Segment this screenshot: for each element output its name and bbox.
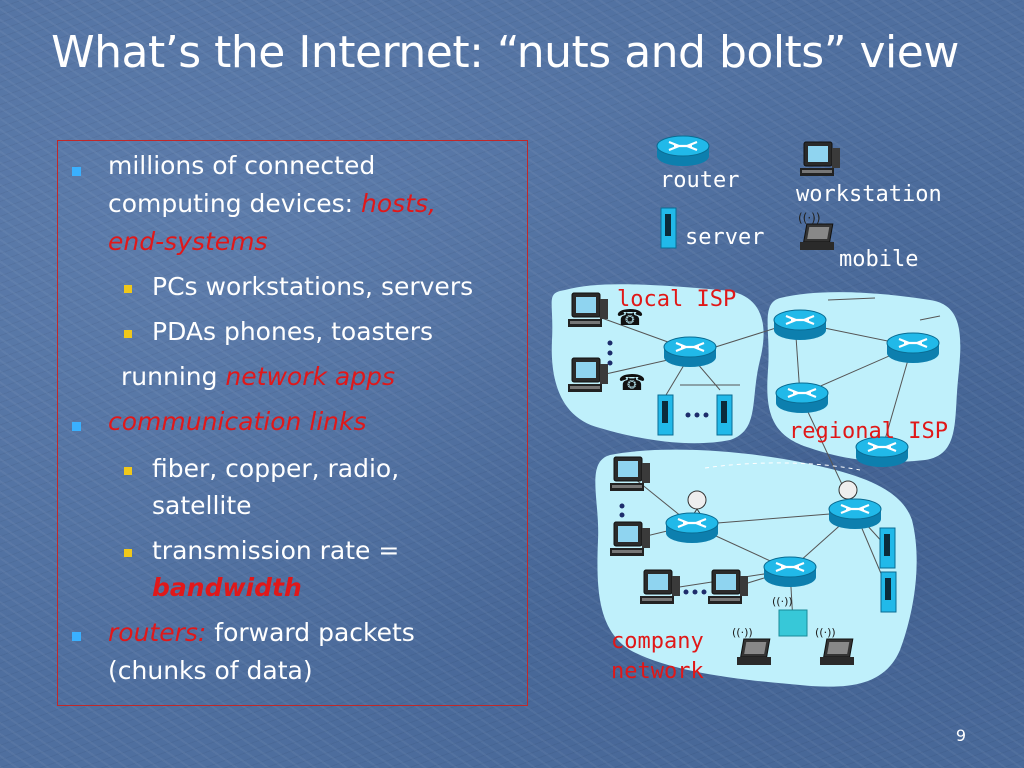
router-icon [885,331,941,365]
phone-icon [618,371,646,396]
ellipsis-dot [619,503,625,509]
sub-bullet-pcs: PCs workstations, servers [152,272,474,301]
bullet-2-communication-links: communication links [108,407,367,436]
router-icon [662,335,718,369]
bullet-box [57,140,528,706]
wireless-wave-icon: ((·)) [732,626,753,639]
bullet-1-text: computing devices: [108,189,362,218]
legend-router-icon [655,134,711,168]
ellipsis-dot [607,360,613,366]
bullet-3-line1: routers: forward packets [108,614,415,652]
legend-mobile-label: mobile [839,247,919,272]
legend-workstation-icon [799,141,841,177]
sub-bullet-transmission: transmission rate = [152,536,400,565]
legend-mobile-wave-icon: ((·)) [798,211,821,225]
bullet-1-line2: computing devices: hosts, [108,185,436,223]
wireless-wave-icon: ((·)) [772,595,793,608]
sub-bullet-bandwidth: bandwidth [152,573,302,602]
bullet-3-line2: (chunks of data) [108,656,313,685]
ellipsis-dot [685,412,691,418]
server-icon [657,394,674,436]
legend-router-label: router [660,168,740,193]
sub-bullet-fiber: fiber, copper, radio, [152,454,400,483]
ellipsis-dot [701,589,707,595]
local-isp-cloud [551,284,764,444]
bullet-1-end-systems: end-systems [108,227,268,256]
regional-isp-label: regional ISP [789,419,948,444]
sub-bullet-satellite: satellite [152,491,252,520]
ellipsis-dot [619,512,625,518]
local-isp-label: local ISP [617,287,737,312]
bullet-marker [72,167,81,176]
ellipsis-dot [703,412,709,418]
routers-term: routers: [108,618,207,647]
server-icon [879,527,896,569]
router-icon [774,381,830,415]
server-icon [716,394,733,436]
ellipsis-dot [683,589,689,595]
ellipsis-dot [607,340,613,346]
company-network-label-line2: network [611,659,704,684]
sub-bullet-marker [124,285,132,293]
sub-bullet-marker [124,549,132,557]
bullet-marker [72,632,81,641]
bullet-1-line1: millions of connected [108,151,376,180]
router-icon [762,555,818,589]
company-network-label-line1: company [611,629,704,654]
running-text: running [121,362,226,391]
ellipsis-dot [692,589,698,595]
legend-mobile-icon [799,223,835,251]
base-station-icon [778,609,808,637]
server-icon [880,571,897,613]
bullet-marker [72,422,81,431]
ellipsis-dot [694,412,700,418]
sub-bullet-marker [124,330,132,338]
network-apps: network apps [225,362,395,391]
router-icon [772,308,828,342]
running-line: running network apps [121,358,395,396]
bullet-3-text: forward packets [206,618,415,647]
page-number: 9 [955,726,966,745]
legend-server-label: server [685,225,765,250]
wireless-wave-icon: ((·)) [815,626,836,639]
legend-workstation-label: workstation [796,182,942,207]
legend-server-icon [660,207,677,249]
router-icon [827,497,883,531]
router-icon [664,511,720,545]
bullet-1-hosts: hosts, [361,189,436,218]
slide-title: What’s the Internet: “nuts and bolts” vi… [51,27,959,78]
sub-bullet-marker [124,467,132,475]
sub-bullet-pdas: PDAs phones, toasters [152,317,434,346]
ellipsis-dot [607,350,613,356]
